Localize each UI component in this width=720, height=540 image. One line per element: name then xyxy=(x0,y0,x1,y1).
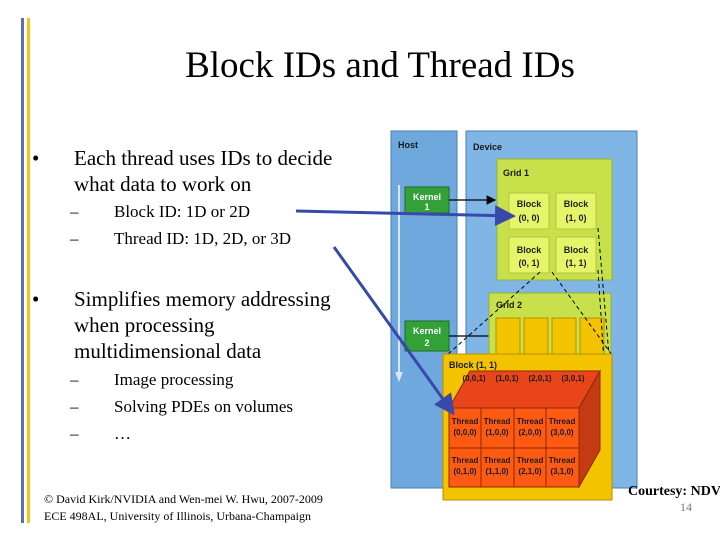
block-1-0 xyxy=(555,192,597,230)
sub-item-text: … xyxy=(114,424,131,443)
zoom-line xyxy=(551,271,613,356)
grid-2-block xyxy=(495,317,521,355)
kernel-2-number: 2 xyxy=(424,338,429,348)
thread-coord: (1,0,0) xyxy=(485,428,508,437)
kernel-1-number: 1 xyxy=(424,202,429,212)
thread-label: Thread xyxy=(484,456,511,465)
kernel-1-box xyxy=(404,186,450,214)
thread-label: Thread xyxy=(549,456,576,465)
thread-coord: (3,0,0) xyxy=(550,428,573,437)
thread-cell xyxy=(513,447,547,488)
block-coord: (1, 1) xyxy=(565,258,586,268)
thread-label: Thread xyxy=(484,417,511,426)
bullet-dot: • xyxy=(32,146,40,170)
sub-item-text: Solving PDEs on volumes xyxy=(114,397,293,416)
kernel-2-label: Kernel xyxy=(413,326,441,336)
accent-stripe-blue xyxy=(21,18,24,523)
thread-label: Thread xyxy=(517,456,544,465)
block-coord: (0, 0) xyxy=(518,213,539,223)
back-thread-label: (0,0,1) xyxy=(462,374,485,383)
grid-1-label: Grid 1 xyxy=(503,168,529,178)
thread-cell xyxy=(448,447,482,488)
thread-id-pointer-arrow xyxy=(332,246,455,416)
left-accent-bar xyxy=(21,18,32,523)
block-id-pointer-arrow xyxy=(295,205,516,227)
slide-title: Block IDs and Thread IDs xyxy=(185,45,575,86)
thread-coord: (3,1,0) xyxy=(550,467,573,476)
accent-stripe-yellow xyxy=(27,18,30,523)
thread-label: Thread xyxy=(517,417,544,426)
back-thread-label: (2,0,1) xyxy=(528,374,551,383)
thread-coord: (0,0,0) xyxy=(453,428,476,437)
thread-label: Thread xyxy=(452,456,479,465)
bullet-dot: • xyxy=(32,287,40,311)
thread-coord: (2,0,0) xyxy=(518,428,541,437)
device-label: Device xyxy=(473,142,502,152)
footer-course: ECE 498AL, University of Illinois, Urban… xyxy=(44,509,311,523)
block-label: Block xyxy=(517,199,543,209)
thread-coord: (0,1,0) xyxy=(453,467,476,476)
bullet-1-text: Each thread uses IDs to decide what data… xyxy=(74,146,333,196)
courtesy-credit: Courtesy: NDVIA xyxy=(628,484,720,499)
thread-cell xyxy=(480,447,515,488)
grid-2-block xyxy=(523,317,549,355)
back-thread-label: (3,0,1) xyxy=(561,374,584,383)
page-number: 14 xyxy=(680,500,692,514)
bullet-2-text: Simplifies memory addressing when proces… xyxy=(74,287,331,363)
footer: © David Kirk/NVIDIA and Wen-mei W. Hwu, … xyxy=(44,491,323,525)
thread-label: Thread xyxy=(452,417,479,426)
block-label: Block xyxy=(564,245,590,255)
sub-item-text: Block ID: 1D or 2D xyxy=(114,202,250,221)
back-thread-label: (1,0,1) xyxy=(495,374,518,383)
thread-label: Thread xyxy=(549,417,576,426)
sub-item-text: Thread ID: 1D, 2D, or 3D xyxy=(114,229,292,248)
thread-cell xyxy=(513,407,547,449)
block-detail-label: Block (1, 1) xyxy=(449,360,497,370)
grid-2-label: Grid 2 xyxy=(496,300,522,310)
block-label: Block xyxy=(517,245,543,255)
grid-2-block xyxy=(579,317,605,355)
thread-cell xyxy=(545,447,580,488)
block-0-1 xyxy=(508,236,550,274)
block-label: Block xyxy=(564,199,590,209)
thread-coord: (2,1,0) xyxy=(518,467,541,476)
block-1-1 xyxy=(555,236,597,274)
thread-coord: (1,1,0) xyxy=(485,467,508,476)
sub-item-text: Image processing xyxy=(114,370,234,389)
footer-copyright: © David Kirk/NVIDIA and Wen-mei W. Hwu, … xyxy=(44,492,323,506)
block-coord: (1, 0) xyxy=(565,213,586,223)
thread-cell xyxy=(480,407,515,449)
block-coord: (0, 1) xyxy=(518,258,539,268)
grid-2-block xyxy=(551,317,577,355)
kernel-1-label: Kernel xyxy=(413,192,441,202)
host-label: Host xyxy=(398,140,418,150)
